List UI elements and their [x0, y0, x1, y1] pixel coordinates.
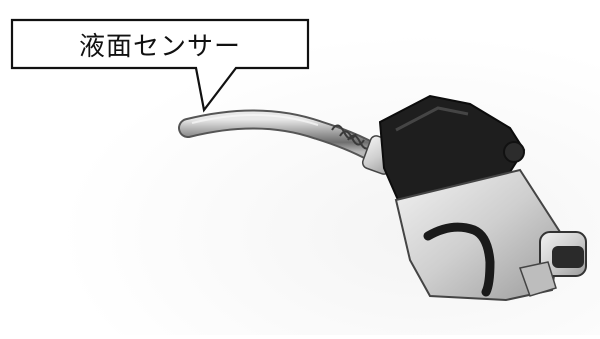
handle-bracket — [519, 261, 557, 297]
trigger-lever — [423, 222, 495, 297]
swivel-joint — [503, 141, 525, 163]
hose-fitting-ring — [552, 246, 584, 268]
spout-tube — [178, 109, 382, 162]
callout-balloon — [10, 18, 310, 113]
callout-label: 液面センサー — [78, 31, 241, 62]
